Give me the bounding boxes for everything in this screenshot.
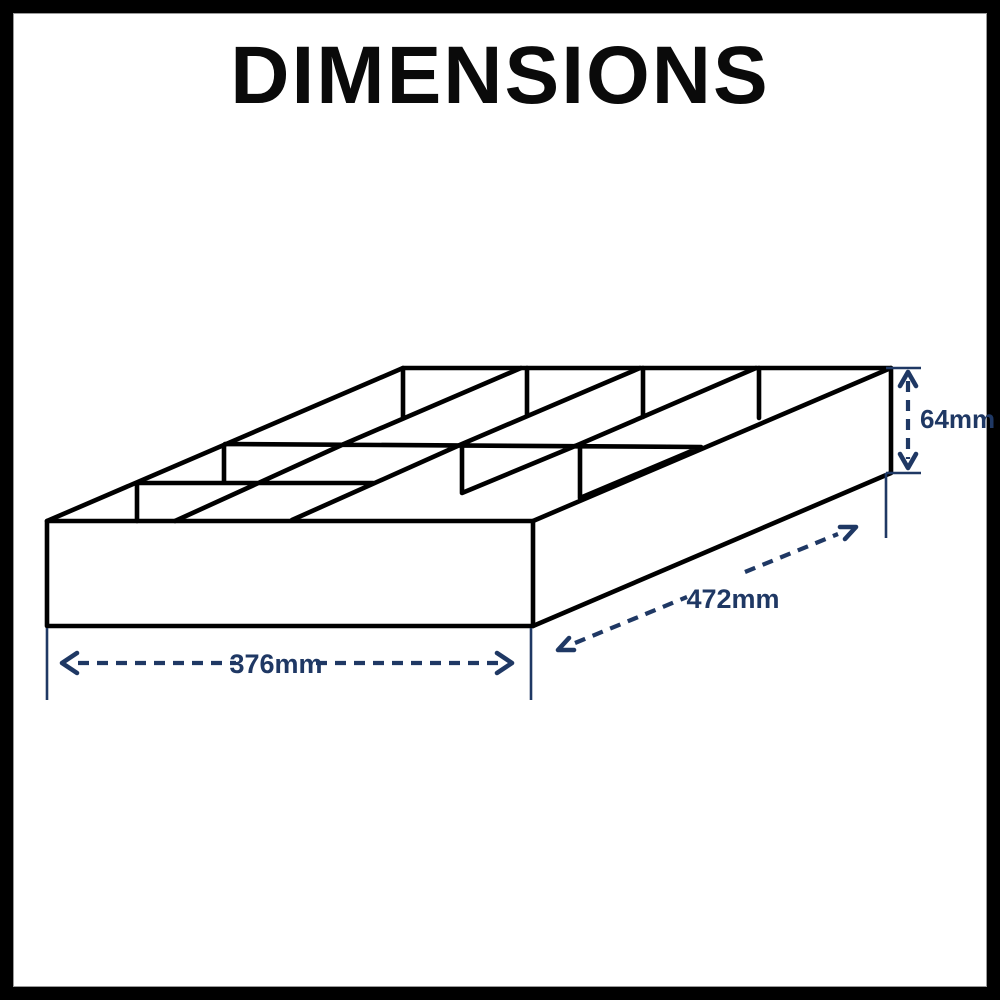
width-arrow-head-right xyxy=(494,650,515,676)
width-arrow-head-left xyxy=(59,650,80,676)
depth-dimension-label: 472mm xyxy=(686,584,779,614)
depth-arrow-line xyxy=(574,532,839,645)
tray-right-face xyxy=(530,365,894,629)
width-dimension-label: 376mm xyxy=(229,649,322,679)
tray-front-face xyxy=(44,518,536,629)
height-dimension-label: 64mm xyxy=(920,404,995,434)
tray-drawing xyxy=(44,365,894,629)
height-dimension: 64mm xyxy=(886,366,995,475)
width-dimension: 376mm xyxy=(45,628,533,700)
height-arrow-head-down xyxy=(897,451,919,471)
page-title: DIMENSIONS xyxy=(230,30,770,121)
tray-dividers xyxy=(134,365,762,524)
depth-dimension: 472mm xyxy=(555,473,888,653)
depth-arrow-head-upper xyxy=(837,524,859,542)
height-arrow-head-up xyxy=(897,369,919,389)
depth-arrow-head-lower xyxy=(555,635,577,653)
